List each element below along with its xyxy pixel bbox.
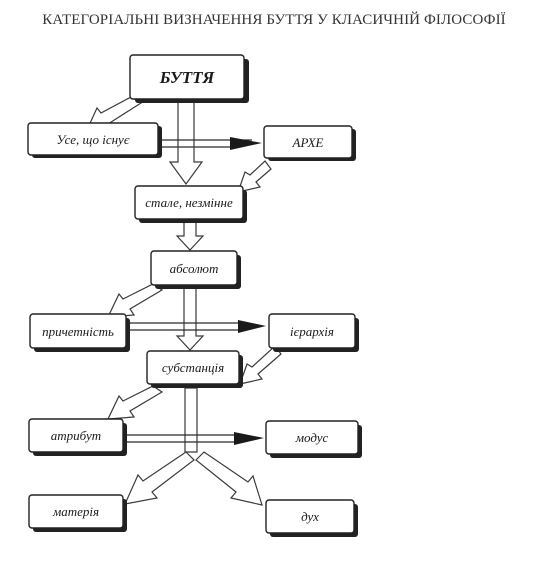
node-label-buttia: БУТТЯ xyxy=(159,68,216,87)
node-prychetnist: причетність xyxy=(29,313,130,352)
arrow-substantsiia-to-atrybut xyxy=(107,385,164,420)
node-iierarkhiia: ієрархія xyxy=(268,313,359,352)
arrow-to-materiia xyxy=(123,451,195,505)
arrow-atrybut-to-modus-head xyxy=(234,432,264,445)
node-materiia: матерія xyxy=(28,494,127,532)
node-stale-nezminne: стале, незмінне xyxy=(134,185,247,223)
arrow-to-dukh xyxy=(195,451,263,506)
node-dukh: дух xyxy=(265,499,358,537)
node-arkhe: АРХЕ xyxy=(263,125,356,161)
arrow-iierarkhiia-to-substantsiia xyxy=(239,345,282,385)
arrow-prychetnist-to-iierarkhiia-head xyxy=(238,320,266,333)
node-label-modus: модус xyxy=(295,430,329,445)
node-absoliut: абсолют xyxy=(150,250,241,289)
node-modus: модус xyxy=(265,420,362,458)
node-label-use-shcho-isnue: Усе, що існує xyxy=(57,132,130,147)
node-substantsiia: субстанція xyxy=(146,350,243,388)
node-label-materiia: матерія xyxy=(52,504,99,519)
arrow-stale-to-absoliut xyxy=(175,221,205,251)
node-label-stale-nezminne: стале, незмінне xyxy=(145,195,233,210)
arrow-absoliut-to-substantsiia xyxy=(175,287,205,351)
node-label-dukh: дух xyxy=(301,509,319,524)
node-label-prychetnist: причетність xyxy=(42,324,114,339)
node-label-absoliut: абсолют xyxy=(170,261,219,276)
arrow-buttia-to-stale xyxy=(168,99,204,186)
page-title: КАТЕГОРІАЛЬНІ ВИЗНАЧЕННЯ БУТТЯ У КЛАСИЧН… xyxy=(42,12,506,28)
arrow-absoliut-to-prychetnist xyxy=(107,283,164,318)
node-label-arkhe: АРХЕ xyxy=(292,135,324,150)
node-label-atrybut: атрибут xyxy=(51,428,101,443)
node-atrybut: атрибут xyxy=(28,418,127,456)
arrow-arkhe-to-stale xyxy=(237,160,272,193)
node-label-substantsiia: субстанція xyxy=(162,360,224,375)
node-label-iierarkhiia: ієрархія xyxy=(290,324,334,339)
node-buttia: БУТТЯ xyxy=(129,54,249,103)
node-use-shcho-isnue: Усе, що існує xyxy=(27,122,162,158)
arrow-use-to-arkhe-head xyxy=(230,137,262,150)
